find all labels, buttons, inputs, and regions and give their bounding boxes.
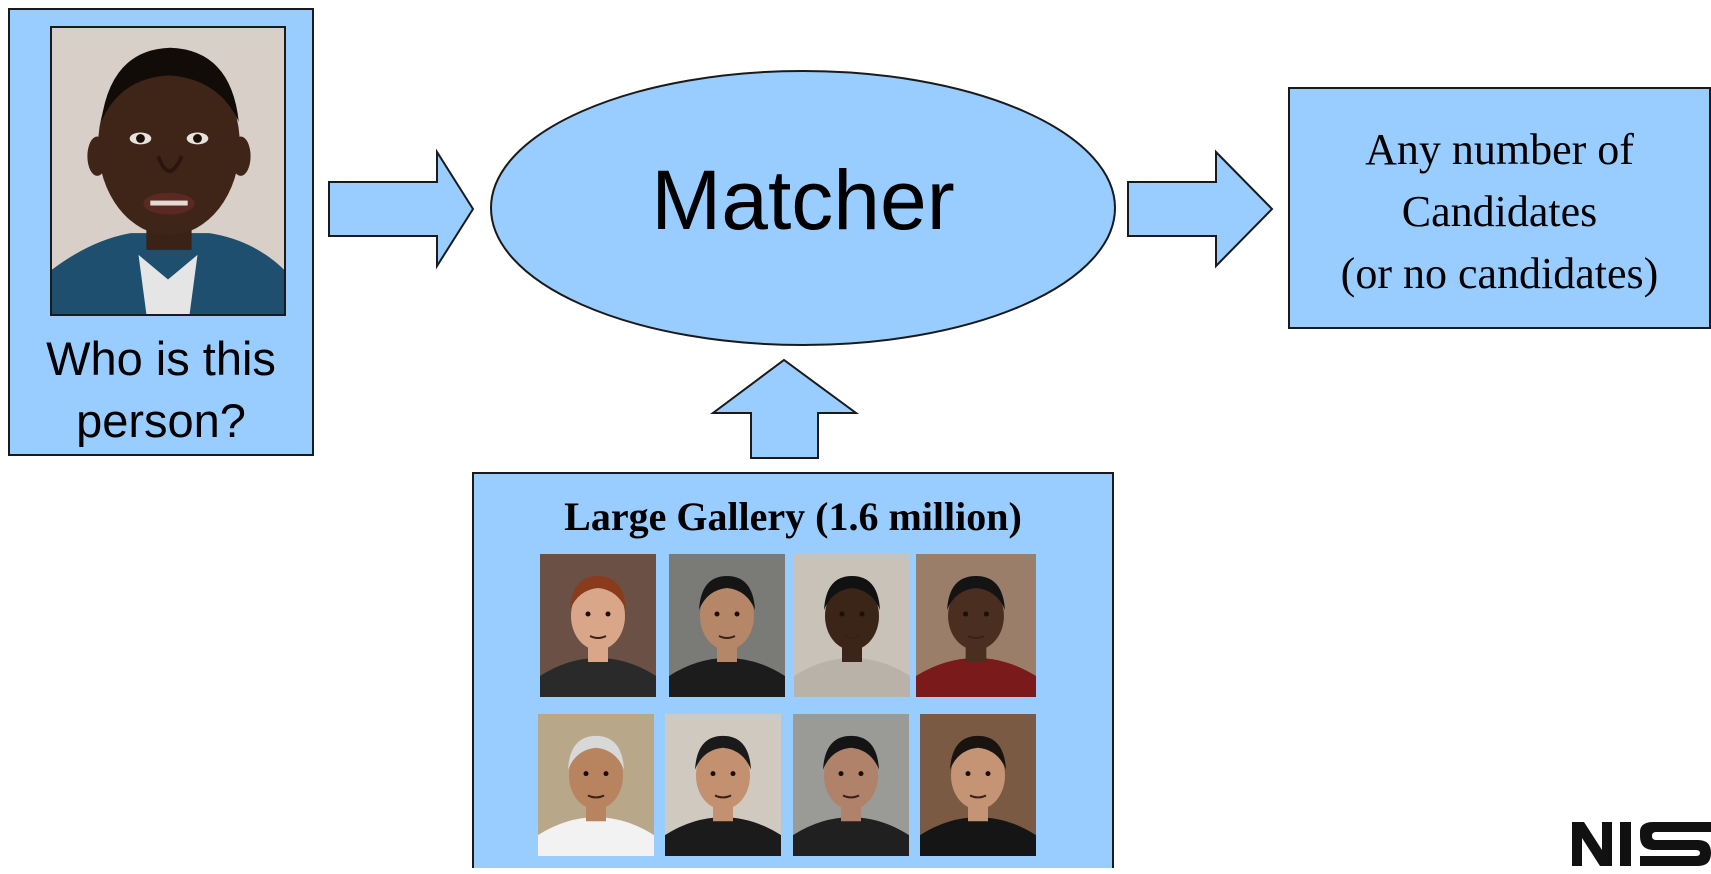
gallery-title: Large Gallery (1.6 million) [564,494,1022,539]
probe-face-photo [50,26,286,316]
probe-panel: Who is this person? [8,8,314,456]
candidates-result-text: Any number of Candidates (or no candidat… [1340,125,1659,298]
matcher-ellipse [490,70,1116,346]
gallery-photo-5 [538,714,654,856]
gallery-photo-3 [794,554,910,697]
arrow-gallery-to-matcher [709,358,860,459]
candidates-result-panel: Any number of Candidates (or no candidat… [1288,87,1711,329]
gallery-photo-4 [916,554,1036,697]
arrow-probe-to-matcher [328,148,475,270]
gallery-photo-7 [793,714,909,856]
gallery-photo-2 [669,554,785,697]
gallery-photo-6 [665,714,781,856]
arrow-matcher-to-result [1127,149,1274,269]
matcher-label: Matcher [651,153,955,247]
gallery-photo-8 [920,714,1036,856]
nist-logo [1568,818,1711,874]
probe-caption: Who is this person? [46,332,276,447]
gallery-panel: Large Gallery (1.6 million) [472,472,1114,868]
gallery-photo-1 [540,554,656,697]
